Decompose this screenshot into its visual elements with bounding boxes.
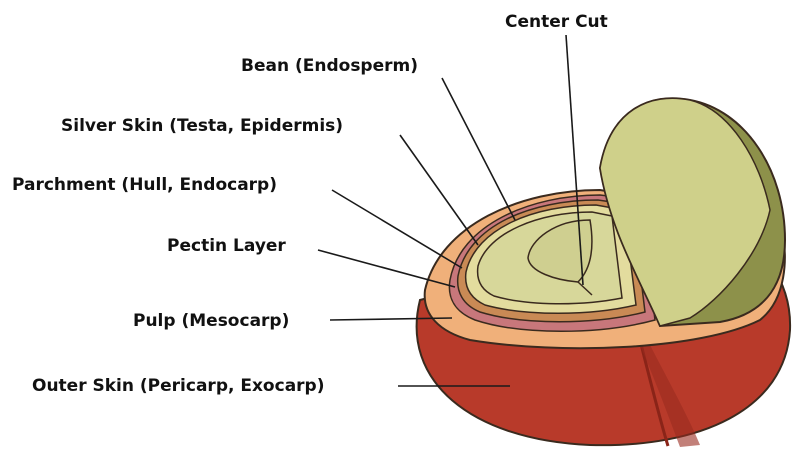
label-parchment: Parchment (Hull, Endocarp)	[12, 175, 277, 195]
label-pulp: Pulp (Mesocarp)	[133, 311, 289, 331]
label-pectin: Pectin Layer	[167, 236, 286, 256]
label-bean: Bean (Endosperm)	[241, 56, 418, 76]
label-center-cut: Center Cut	[505, 12, 608, 32]
leader-parchment	[332, 190, 462, 268]
leader-bean	[442, 78, 515, 220]
label-silver-skin: Silver Skin (Testa, Epidermis)	[61, 116, 343, 136]
leader-silver-skin	[400, 135, 478, 245]
label-outer-skin: Outer Skin (Pericarp, Exocarp)	[32, 376, 325, 396]
